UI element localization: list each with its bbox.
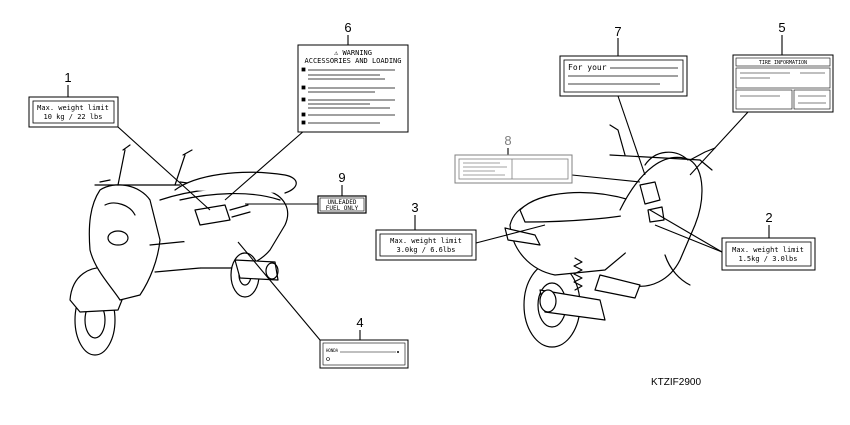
- callout-number-1: 1: [64, 70, 71, 85]
- label-2-weight-limit: Max. weight limit 1.5kg / 3.0lbs: [721, 237, 816, 271]
- label-1-weight-limit: Max. weight limit 10 kg / 22 lbs: [28, 96, 119, 128]
- label-6-line-1: ⚠ WARNING: [334, 49, 372, 57]
- label-3-weight-limit: Max. weight limit 3.0kg / 6.6lbs: [375, 229, 477, 261]
- callout-number-3: 3: [411, 200, 418, 215]
- figure-code: KTZIF2900: [651, 377, 701, 388]
- label-6-line-2: ACCESSORIES AND LOADING: [305, 57, 402, 65]
- callout-number-9: 9: [338, 170, 345, 185]
- label-9-line-2: FUEL ONLY: [326, 205, 359, 212]
- callout-number-6: 6: [344, 20, 351, 35]
- scooter-front-view: [69, 144, 297, 356]
- label-4-line-1: HONDA: [326, 348, 339, 353]
- label-5-tire-information: TIRE INFORMATION: [732, 54, 834, 113]
- callout-number-5: 5: [778, 20, 785, 35]
- leader-lines: [67, 35, 783, 341]
- callout-number-8: 8: [504, 133, 511, 148]
- label-1-line-1: Max. weight limit: [37, 104, 109, 112]
- label-6-warning: ⚠ WARNING ACCESSORIES AND LOADING: [297, 44, 409, 133]
- callout-number-7: 7: [614, 24, 621, 39]
- label-3-line-2: 3.0kg / 6.6lbs: [396, 246, 455, 254]
- label-9-fuel: UNLEADED FUEL ONLY: [317, 195, 367, 214]
- label-7-for-your: For your: [559, 55, 688, 97]
- label-8-info: [454, 154, 573, 184]
- callout-numbers: 1 2 3 4 5 6 7 8 9: [64, 20, 785, 330]
- label-9-line-1: UNLEADED: [328, 199, 357, 206]
- label-3-line-1: Max. weight limit: [390, 237, 462, 245]
- label-7-line-1: For your: [568, 63, 607, 72]
- label-4-honda: HONDA: [319, 339, 409, 369]
- label-2-line-2: 1.5kg / 3.0lbs: [738, 255, 797, 263]
- label-5-line-1: TIRE INFORMATION: [759, 60, 807, 66]
- callout-number-2: 2: [765, 210, 772, 225]
- label-1-line-2: 10 kg / 22 lbs: [43, 113, 102, 121]
- scooter-rear-view: [504, 124, 716, 348]
- callout-number-4: 4: [356, 315, 363, 330]
- label-2-line-1: Max. weight limit: [732, 246, 804, 254]
